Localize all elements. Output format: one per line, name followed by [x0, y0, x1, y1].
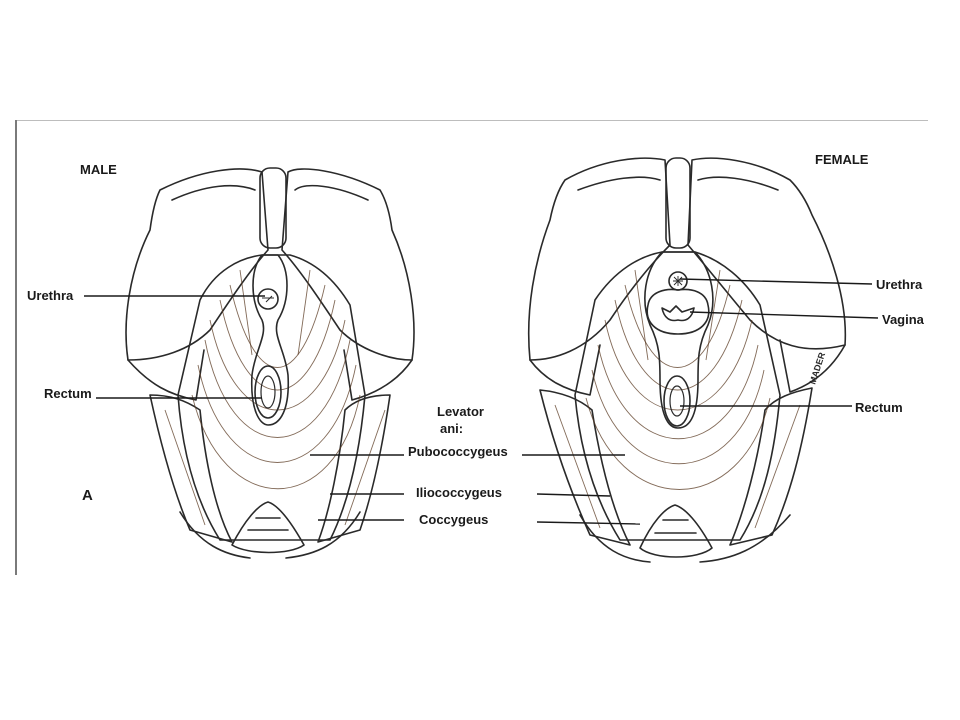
- male-panel-letter: A: [82, 487, 93, 504]
- label-pubococcygeus: Pubococcygeus: [408, 444, 508, 459]
- male-urethra: [257, 288, 279, 310]
- leader-female-coccygeus: [536, 521, 641, 525]
- female-rectum: [663, 375, 691, 427]
- leader-female-iliococcygeus: [536, 493, 611, 497]
- female-vagina-lumen: [661, 305, 695, 322]
- male-panel: MALE: [27, 162, 415, 559]
- male-coccygeus-left: [149, 394, 233, 543]
- female-muscle-body: [574, 251, 781, 541]
- female-coccygeus-right: [729, 387, 813, 546]
- male-bottom-rim: [179, 511, 361, 559]
- male-label-rectum: Rectum: [44, 386, 92, 401]
- male-bone-right: [281, 168, 415, 361]
- male-title: MALE: [80, 162, 117, 177]
- female-coccygeus-left: [539, 389, 631, 546]
- female-panel: FEMALE: [522, 152, 925, 563]
- male-coccyx: [231, 501, 305, 554]
- male-rectum-lumen: [260, 375, 276, 409]
- female-pubic-symphysis: [665, 157, 691, 249]
- leader-female-vagina: [689, 311, 879, 319]
- male-rectum: [254, 365, 282, 419]
- female-lower-rim-left: [529, 344, 601, 396]
- leader-female-urethra: [679, 278, 873, 285]
- female-levator-ani: MADER: [539, 251, 827, 563]
- male-lower-rim-right: [343, 349, 413, 401]
- female-bone-fold-left: [577, 176, 661, 191]
- female-label-urethra: Urethra: [876, 277, 923, 292]
- female-label-vagina: Vagina: [882, 312, 925, 327]
- label-ani: ani:: [440, 421, 463, 436]
- male-hiatus: [250, 254, 290, 426]
- female-signature: MADER: [807, 351, 827, 386]
- female-title: FEMALE: [815, 152, 869, 167]
- female-vagina: [646, 288, 710, 335]
- male-muscle-fibers: [164, 269, 386, 526]
- male-pelvic-bones: [125, 167, 415, 401]
- label-coccygeus: Coccygeus: [419, 512, 488, 527]
- female-bone-left: [527, 157, 671, 361]
- female-pelvic-bones: [527, 157, 847, 396]
- female-lower-rim-right: [779, 339, 846, 393]
- male-coccyx-segment: [247, 517, 289, 531]
- label-iliococcygeus: Iliococcygeus: [416, 485, 502, 500]
- male-coccygeus-right: [317, 394, 391, 543]
- female-muscle-fibers: [554, 269, 801, 529]
- female-hiatus: [644, 251, 714, 429]
- female-label-rectum: Rectum: [855, 400, 903, 415]
- label-levator: Levator: [437, 404, 484, 419]
- female-bone-fold-right: [697, 176, 779, 191]
- female-bone-right: [687, 157, 847, 350]
- male-pubic-symphysis: [259, 167, 287, 249]
- figure-frame-top: [16, 120, 928, 121]
- female-rectum-lumen: [669, 385, 685, 417]
- male-levator-ani: [149, 254, 391, 559]
- male-lower-rim-left: [127, 349, 205, 401]
- male-urethra-lumen: [262, 295, 274, 303]
- female-urethra-lumen: [673, 276, 683, 286]
- female-coccyx-segment: [654, 519, 697, 534]
- male-bone-fold-left: [171, 184, 256, 201]
- levator-ani-labels: Levator ani: Pubococcygeus Iliococcygeus…: [408, 404, 508, 527]
- male-bone-fold-right: [294, 184, 369, 201]
- male-bone-left: [125, 168, 269, 361]
- figure-frame-left: [15, 120, 17, 575]
- male-label-urethra: Urethra: [27, 288, 74, 303]
- female-bottom-rim: [579, 514, 791, 563]
- male-muscle-body: [177, 254, 366, 541]
- female-coccyx: [639, 504, 713, 558]
